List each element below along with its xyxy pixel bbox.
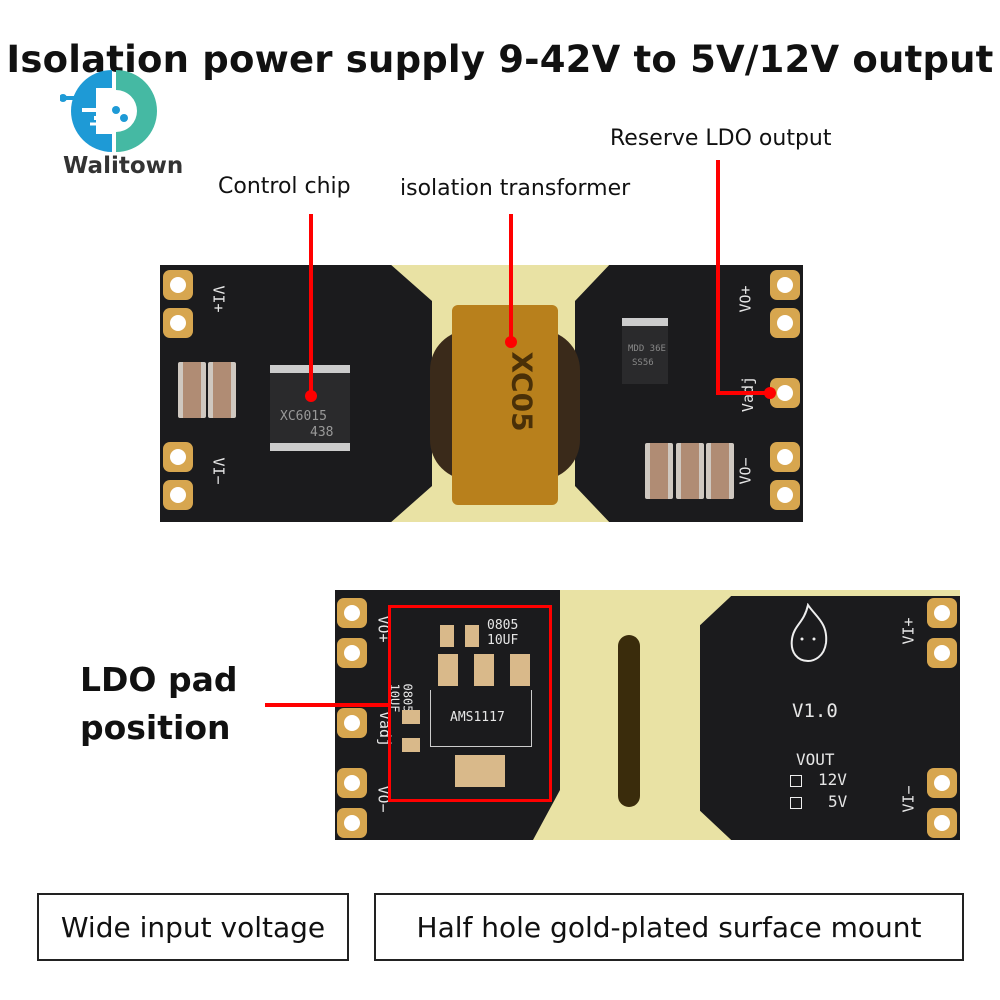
feature-half-hole: Half hole gold-plated surface mount — [374, 893, 964, 961]
pointer-line — [716, 160, 720, 394]
half-hole-pad — [337, 808, 367, 838]
half-hole-pad — [337, 768, 367, 798]
pointer-dot — [764, 387, 776, 399]
half-hole-pad — [337, 598, 367, 628]
half-hole-pad — [163, 308, 193, 338]
silk-text: 0805 — [487, 618, 519, 633]
half-hole-pad — [927, 808, 957, 838]
pointer-dot — [505, 336, 517, 348]
silk-vi-plus: VI+ — [899, 617, 918, 645]
chip-marking: 438 — [310, 425, 334, 440]
chip-marking: XC6015 — [280, 409, 327, 424]
pointer-line — [265, 703, 390, 707]
half-hole-pad — [337, 708, 367, 738]
cap-pad — [440, 625, 454, 647]
half-hole-pad — [770, 270, 800, 300]
ldo-outline — [430, 690, 532, 747]
capacitor — [178, 362, 206, 418]
silk-5v: 5V — [828, 792, 848, 811]
ldo-highlight-box — [388, 605, 552, 802]
capacitor — [645, 443, 673, 499]
page-title: Isolation power supply 9-42V to 5V/12V o… — [6, 38, 994, 81]
control-chip-label: Control chip — [218, 174, 351, 199]
ldo-pad — [438, 654, 458, 686]
pointer-dot — [305, 390, 317, 402]
bottom-board-input-section — [700, 596, 960, 840]
walitown-logo — [59, 68, 160, 153]
flame-mascot-icon — [788, 602, 830, 663]
half-hole-pad — [927, 638, 957, 668]
silk-vi-plus: VI+ — [209, 285, 228, 313]
ldo-pad-label: LDO pad position — [80, 656, 237, 752]
half-hole-pad — [927, 598, 957, 628]
ldo-pad — [474, 654, 494, 686]
silk-ams1117: AMS1117 — [450, 710, 505, 725]
pointer-line — [509, 214, 513, 340]
jumper-12v-pad — [790, 775, 802, 787]
cap-pad — [465, 625, 479, 647]
reserve-ldo-label: Reserve LDO output — [610, 126, 832, 151]
logo-text: Walitown — [63, 153, 184, 179]
capacitor — [706, 443, 734, 499]
cap-pad — [402, 738, 420, 752]
half-hole-pad — [163, 480, 193, 510]
ldo-pad — [510, 654, 530, 686]
isolation-slot — [618, 635, 640, 807]
pointer-line — [309, 214, 313, 394]
silk-text: 10UF — [487, 633, 519, 648]
ldo-tab-pad — [455, 755, 505, 787]
silk-vi-minus: VI− — [209, 457, 228, 485]
pointer-line — [716, 391, 770, 395]
chip-marking: SS56 — [632, 358, 654, 368]
isolation-transformer: XC05 — [452, 305, 558, 505]
silk-vo-plus: VO+ — [736, 285, 755, 313]
chip-marking: MDD 36E — [628, 344, 666, 354]
half-hole-pad — [770, 480, 800, 510]
half-hole-pad — [163, 270, 193, 300]
half-hole-pad — [927, 768, 957, 798]
feature-wide-input: Wide input voltage — [37, 893, 349, 961]
silk-version: V1.0 — [792, 700, 838, 722]
capacitor — [208, 362, 236, 418]
silk-vi-minus: VI− — [899, 785, 918, 813]
transformer-marking: XC05 — [505, 351, 539, 432]
transformer-label: isolation transformer — [400, 176, 631, 201]
jumper-5v-pad — [790, 797, 802, 809]
half-hole-pad — [163, 442, 193, 472]
ldo-chip: MDD 36E SS56 — [622, 318, 668, 384]
half-hole-pad — [337, 638, 367, 668]
silk-vout: VOUT — [796, 750, 835, 769]
silk-12v: 12V — [818, 770, 847, 789]
ldo-pad-label-line: position — [80, 708, 231, 747]
half-hole-pad — [770, 442, 800, 472]
ldo-pad-label-line: LDO pad — [80, 660, 238, 699]
half-hole-pad — [770, 308, 800, 338]
silk-vo-minus: VO− — [736, 457, 755, 485]
cap-pad — [402, 710, 420, 724]
capacitor — [676, 443, 704, 499]
